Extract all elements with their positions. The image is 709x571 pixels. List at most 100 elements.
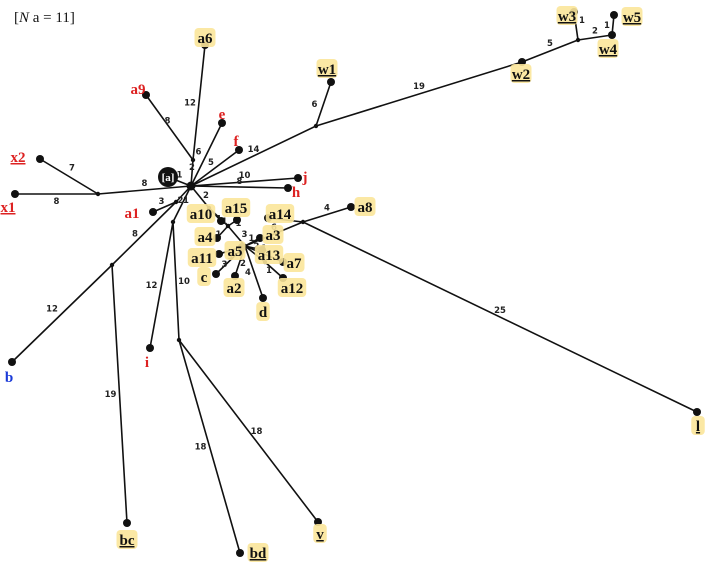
edge-J2-w2 xyxy=(315,61,523,127)
node-label-a9: a9 xyxy=(131,82,146,98)
node-label-a15: a15 xyxy=(225,201,248,217)
edge-C-J7 xyxy=(172,185,192,223)
median-vector-node xyxy=(109,262,115,268)
edge-J1-a9 xyxy=(145,94,194,161)
node-label-b: b xyxy=(5,370,13,386)
edge-weight-label: 18 xyxy=(251,427,263,437)
label-highlight xyxy=(262,225,284,244)
node-l xyxy=(693,408,701,416)
node-w4 xyxy=(608,31,616,39)
edge-weight-label: 6 xyxy=(196,148,202,158)
edge-C-e xyxy=(190,122,223,187)
node-label-a6: a6 xyxy=(198,31,214,47)
node-label-a3: a3 xyxy=(266,228,281,244)
node-label-a7: a7 xyxy=(287,256,303,272)
edge-weight-label: 2 xyxy=(189,163,195,173)
median-vector-node xyxy=(575,37,581,43)
node-label-a5: a5 xyxy=(228,244,243,260)
node-label-x2: x2 xyxy=(11,150,26,166)
label-highlight xyxy=(197,267,211,286)
median-vector-node xyxy=(186,181,196,191)
label-highlight xyxy=(194,227,216,246)
edge-J8-v xyxy=(178,339,319,523)
label-highlight xyxy=(187,248,217,267)
node-c xyxy=(212,270,220,278)
edge-J3-w4 xyxy=(577,34,613,41)
header-rest: a = 11] xyxy=(32,10,75,26)
node-a9 xyxy=(142,91,150,99)
node-label-bc: bc xyxy=(120,533,135,549)
node-label-w1: w1 xyxy=(318,62,336,78)
node-w5 xyxy=(610,11,618,19)
median-vector-node xyxy=(225,223,231,229)
edge-J12-a8 xyxy=(302,206,352,223)
edge-weight-label: 12 xyxy=(184,99,196,109)
label-highlight xyxy=(221,198,251,217)
node-label-h: h xyxy=(292,185,301,201)
edge-J7-i xyxy=(149,221,174,349)
edge-weight-label: 1 xyxy=(266,266,272,276)
edge-C-h xyxy=(190,185,289,189)
edge-weight-label: 7 xyxy=(69,164,75,174)
node-j xyxy=(294,174,302,182)
edge-weight-label: 14 xyxy=(248,145,260,155)
edge-weight-label: 8 xyxy=(142,179,148,189)
node-a10 xyxy=(217,217,225,225)
node-label-a4: a4 xyxy=(198,230,214,246)
node-label-a10: a10 xyxy=(190,207,213,223)
node-a11 xyxy=(215,250,223,258)
edge-weight-label: 3 xyxy=(222,260,228,270)
edge-weight-label: 8 xyxy=(237,177,243,187)
label-highlight xyxy=(223,278,245,297)
node-label-a1: a1 xyxy=(125,206,140,222)
edge-weight-label: 3 xyxy=(242,230,248,240)
label-highlight xyxy=(354,197,376,216)
node-label-i: i xyxy=(145,355,149,371)
edge-weight-label: 5 xyxy=(547,39,553,49)
edge-weight-label: 10 xyxy=(239,171,251,181)
node-d xyxy=(259,294,267,302)
label-highlight xyxy=(186,204,216,223)
node-label-d: d xyxy=(259,305,268,321)
label-highlight xyxy=(316,59,338,78)
label-highlight xyxy=(247,543,269,562)
label-highlight xyxy=(510,64,532,83)
edge-weight-label: 4 xyxy=(245,268,251,278)
edge-weight-label: 19 xyxy=(413,82,425,92)
center-haplotype-node xyxy=(158,167,178,187)
edge-C-j xyxy=(190,177,299,187)
edge-J7-J8 xyxy=(172,221,180,341)
edge-weight-label: 4 xyxy=(324,204,330,214)
node-x1 xyxy=(11,190,19,198)
label-highlight xyxy=(265,204,295,223)
edge-J6-bc xyxy=(111,264,128,524)
node-label-l: l xyxy=(696,419,700,435)
label-highlight xyxy=(597,39,619,58)
node-bd xyxy=(236,549,244,557)
node-label-w5: w5 xyxy=(623,10,641,26)
edge-weight-label: 8 xyxy=(132,230,138,240)
label-highlight xyxy=(256,302,270,321)
node-i xyxy=(146,344,154,352)
label-highlight xyxy=(224,241,246,260)
sample-count-header: [N a = 11] xyxy=(14,10,75,27)
edge-weight-label: 1 xyxy=(249,234,255,244)
edge-weight-label: 1 xyxy=(579,16,585,26)
edge-weight-label: 1 xyxy=(604,21,610,31)
node-a15 xyxy=(233,216,241,224)
edge-weight-label: 5 xyxy=(208,158,214,168)
median-vector-node xyxy=(95,191,101,197)
edge-J1-a6 xyxy=(192,44,206,161)
node-b xyxy=(8,358,16,366)
node-a8 xyxy=(347,203,355,211)
edge-C-J2 xyxy=(190,125,317,187)
node-a3 xyxy=(256,234,264,242)
header-prefix: [ xyxy=(14,10,19,26)
node-e xyxy=(218,119,226,127)
node-bc xyxy=(123,519,131,527)
node-label-a8: a8 xyxy=(358,200,373,216)
